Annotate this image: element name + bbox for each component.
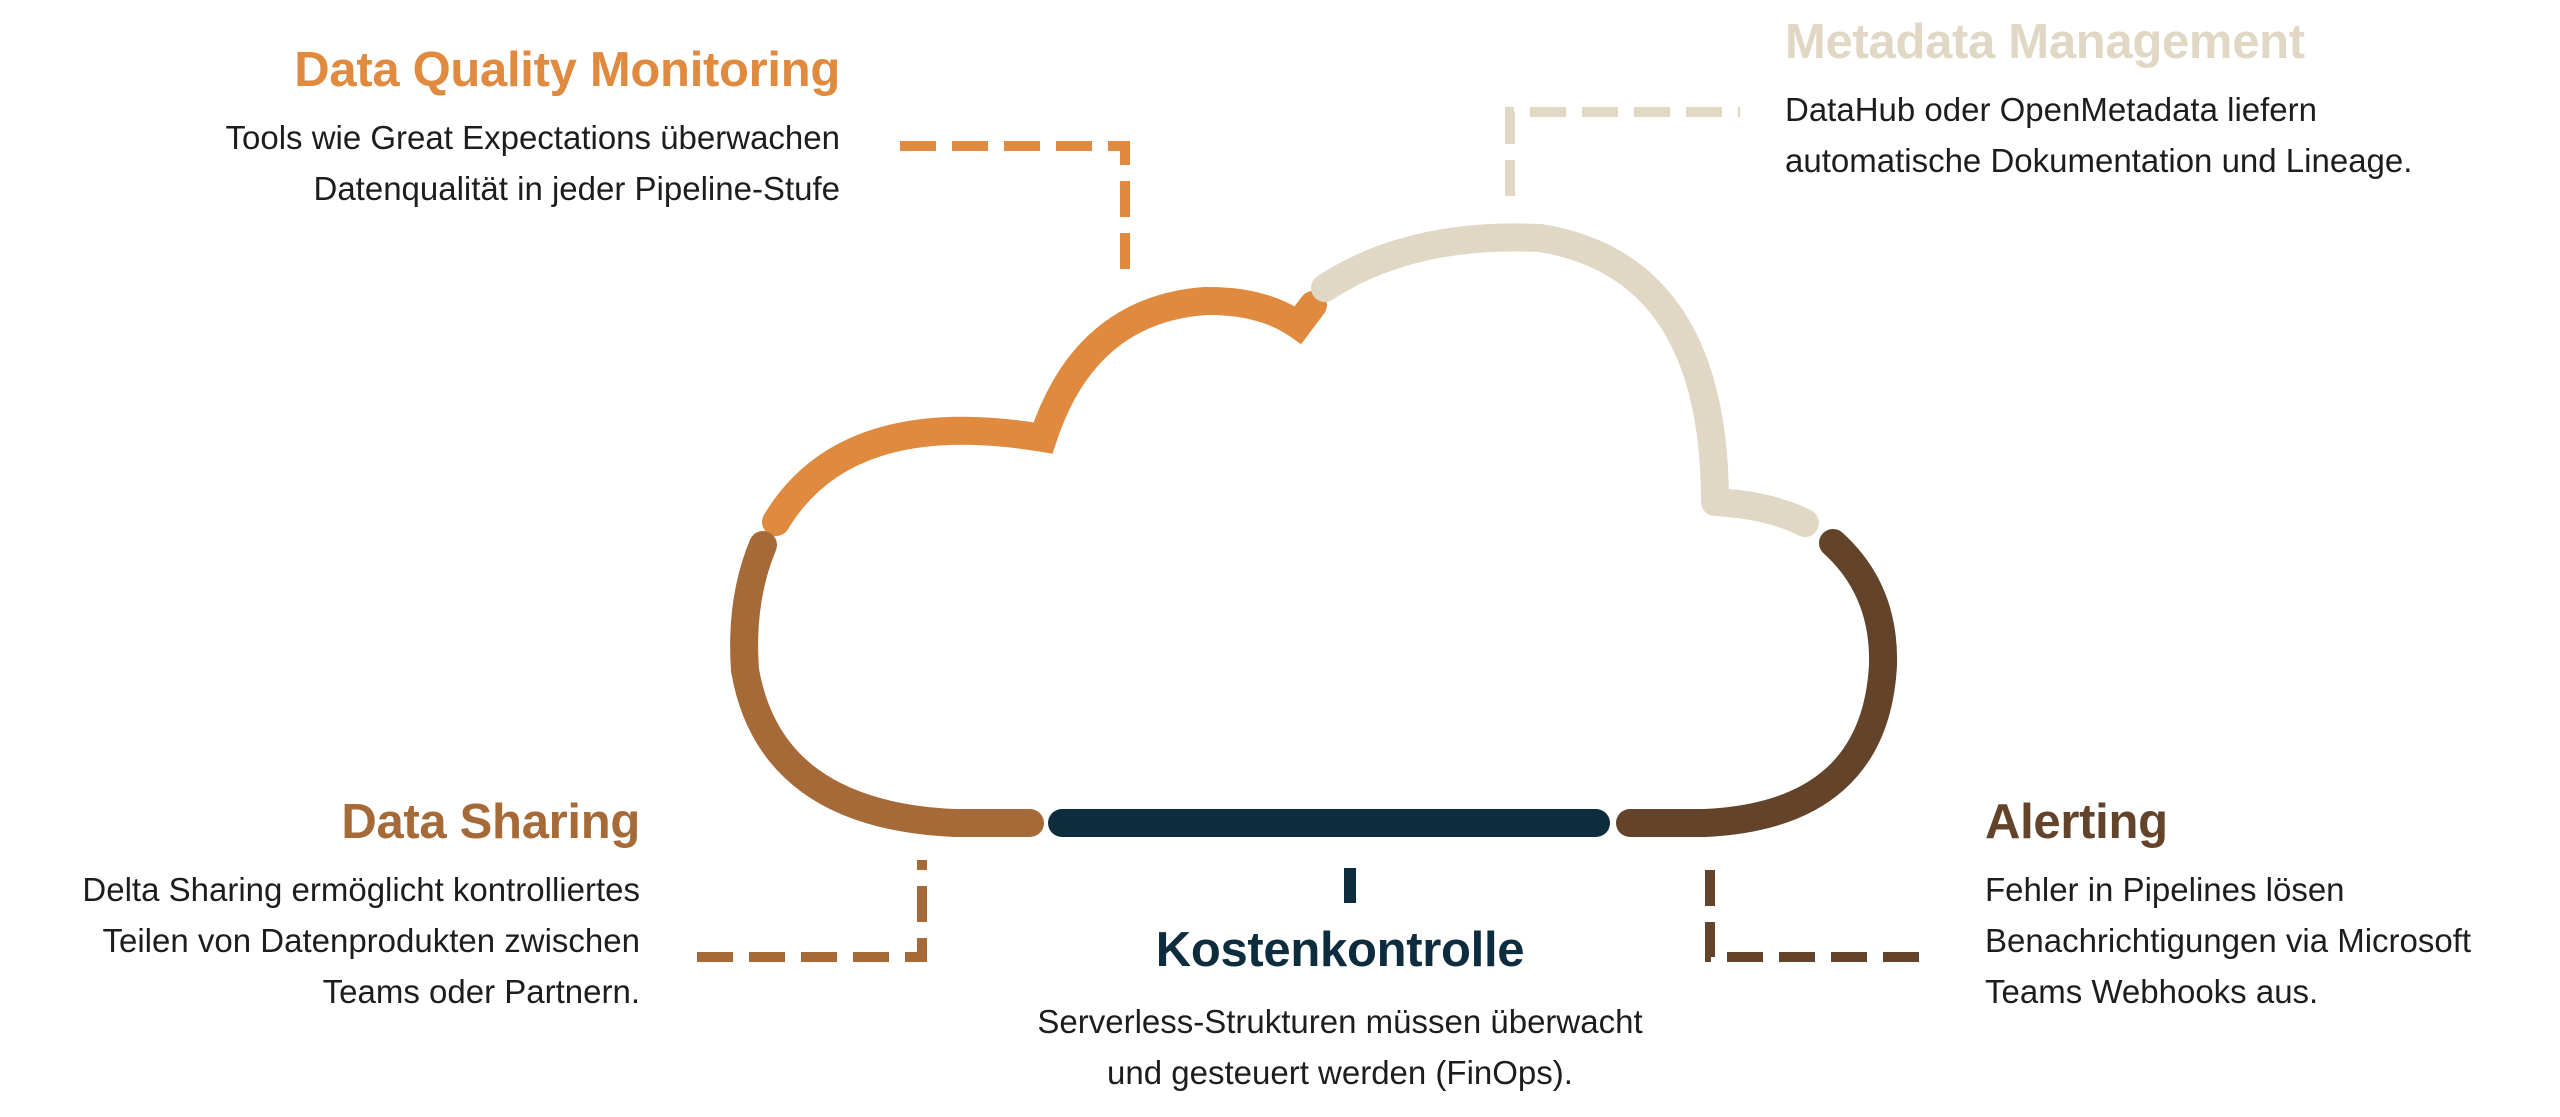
cost-control-description: Serverless-Strukturen müssen überwacht u… (1037, 1003, 1643, 1091)
data-quality-description: Tools wie Great Expectations überwachen … (225, 119, 841, 207)
metadata-section: Metadata Management DataHub oder OpenMet… (1785, 12, 2525, 186)
cloud-segment-metadata (1311, 223, 1819, 537)
connector-data-sharing (697, 860, 927, 962)
cost-control-section: Kostenkontrolle Serverless-Strukturen mü… (970, 920, 1710, 1098)
data-sharing-description: Delta Sharing ermöglicht kontrolliertes … (82, 871, 640, 1010)
data-sharing-section: Data Sharing Delta Sharing ermöglicht ko… (0, 792, 640, 1017)
connector-data-quality (900, 141, 1130, 275)
alerting-title: Alerting (1985, 795, 2168, 849)
cloud-segment-data-sharing (730, 531, 1044, 837)
data-quality-title: Data Quality Monitoring (294, 43, 840, 97)
metadata-description: DataHub oder OpenMetadata liefern automa… (1785, 91, 2413, 179)
connector-alerting (1705, 870, 1935, 962)
connector-metadata (1505, 107, 1740, 196)
metadata-title: Metadata Management (1785, 15, 2305, 69)
cloud-segment-alerting (1616, 529, 1898, 837)
cloud-segment-data-quality (762, 286, 1327, 536)
data-sharing-title: Data Sharing (341, 795, 640, 849)
alerting-description: Fehler in Pipelines lösen Benachrichtigu… (1985, 871, 2472, 1010)
cost-control-title: Kostenkontrolle (1155, 923, 1525, 977)
alerting-section: Alerting Fehler in Pipelines lösen Benac… (1985, 792, 2545, 1017)
data-quality-section: Data Quality Monitoring Tools wie Great … (60, 40, 841, 214)
